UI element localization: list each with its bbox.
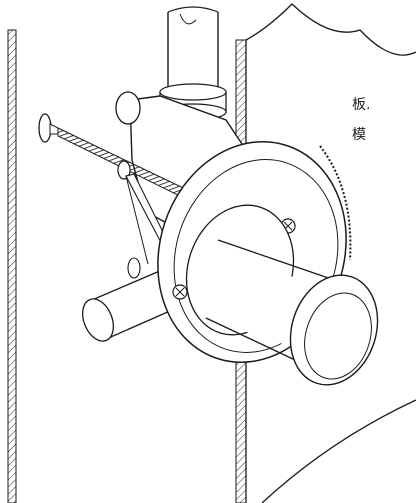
label-board: 板.	[352, 97, 371, 113]
left-stud-wall	[7, 29, 17, 503]
upper-vertical-pipe	[159, 6, 227, 121]
valve-sleeve	[185, 204, 379, 386]
mounting-screw-bottom	[172, 284, 188, 300]
label-mold: 模	[352, 127, 366, 143]
